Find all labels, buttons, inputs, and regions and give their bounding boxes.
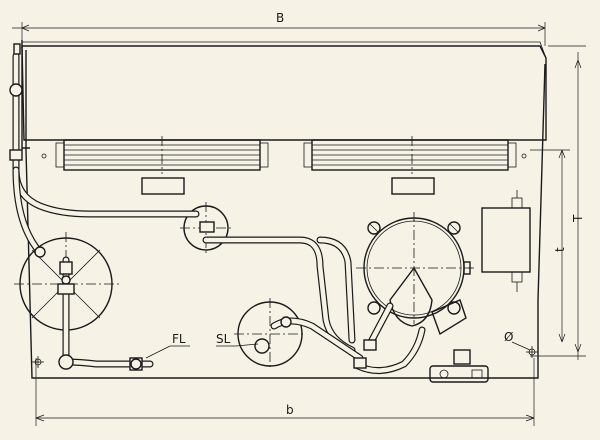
hole-diameter-label: Ø bbox=[504, 330, 513, 344]
fan-guard-left bbox=[55, 136, 269, 195]
sight-glass-callout: SL bbox=[216, 332, 259, 347]
dimension-T: T bbox=[530, 45, 586, 360]
dimension-B: B bbox=[12, 11, 546, 46]
refrigerant-piping bbox=[12, 52, 426, 374]
dimension-B-label: B bbox=[276, 11, 284, 25]
dimension-t: t bbox=[530, 149, 570, 343]
filter-drier-label: FL bbox=[172, 332, 186, 346]
filter-drier-callout: FL bbox=[145, 332, 190, 359]
dimension-b-label: b bbox=[286, 403, 294, 417]
condenser-housing bbox=[21, 41, 547, 141]
pressure-switch bbox=[429, 349, 489, 383]
mounting-holes: Ø bbox=[32, 153, 538, 368]
suction-vessel bbox=[234, 298, 306, 370]
fan-guard-right bbox=[303, 136, 517, 195]
base-plate bbox=[21, 40, 546, 379]
compressor bbox=[356, 212, 474, 336]
electrical-box bbox=[481, 190, 531, 292]
pipe-fittings bbox=[9, 43, 377, 371]
dimension-b: b bbox=[35, 358, 535, 426]
dimension-t-label: t bbox=[553, 247, 567, 252]
sight-glass-label: SL bbox=[216, 332, 231, 346]
dimension-T-label: T bbox=[571, 214, 585, 223]
